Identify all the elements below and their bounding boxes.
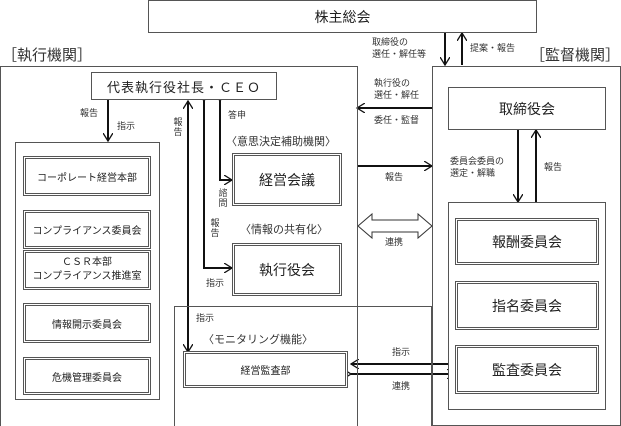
label-shimon: 諮問 — [218, 189, 228, 209]
unit-compliance-committee: コンプライアンス委員会 — [23, 210, 151, 249]
label-director-election-1: 取締役の — [372, 38, 409, 48]
unit-crisis-committee: 危機管理委員会 — [23, 357, 151, 395]
advisory-heading: 〈意思決定補助機関〉 — [226, 135, 336, 148]
committee-label: 指名委員会 — [492, 298, 562, 315]
unit-label: 情報開示委員会 — [52, 319, 122, 331]
arrow-mgmt-meeting — [220, 101, 232, 180]
committee-label: 監査委員会 — [492, 362, 562, 379]
committee-label: 報酬委員会 — [492, 234, 562, 251]
supervision-section-heading: ［監督機関］ — [530, 46, 621, 64]
label-director-election-2: 選任・解任等 — [372, 50, 427, 60]
label-committee-select-1: 委員会委員の — [450, 157, 505, 167]
board-label: 取締役会 — [499, 101, 555, 118]
label-exec-instruct: 指示 — [206, 279, 225, 289]
shareholders-meeting-box: 株主総会 — [148, 0, 537, 33]
audit-committee-box: 監査委員会 — [455, 345, 599, 394]
label-toushin: 答申 — [228, 111, 247, 121]
board-of-directors-box: 取締役会 — [448, 87, 606, 130]
management-meeting-box: 経営会議 — [232, 153, 342, 206]
label-officer-election-1: 執行役の — [374, 79, 411, 89]
unit-csr: ＣＳＲ本部 コンプライアンス推進室 — [23, 250, 151, 290]
shareholders-meeting-label: 株主総会 — [314, 9, 371, 26]
unit-disclosure-committee: 情報開示委員会 — [23, 303, 151, 343]
label-proposal-report: 提案・報告 — [470, 44, 516, 54]
execution-section-heading: ［執行機関］ — [2, 46, 93, 64]
unit-label: コーポレート経営本部 — [37, 172, 137, 184]
ceo-label: 代表執行役社長・ＣＥＯ — [106, 80, 261, 96]
unit-label: コンプライアンス委員会 — [32, 226, 142, 237]
unit-label: 危機管理委員会 — [52, 372, 122, 384]
label-officer-election-2: 選任・解任 — [374, 91, 420, 101]
label-committee-report: 報告 — [544, 163, 563, 173]
hollow-double-arrow — [357, 212, 433, 240]
label-ceo-units-report: 報告 — [80, 109, 99, 119]
execution-container — [0, 66, 358, 426]
management-audit-label: 経営監査部 — [240, 366, 291, 377]
label-renkei-mid: 連携 — [385, 238, 404, 248]
management-audit-box: 経営監査部 — [183, 351, 348, 388]
unit-label-line1: ＣＳＲ本部 — [62, 257, 112, 268]
label-delegation: 委任・監督 — [374, 116, 420, 126]
compensation-committee-box: 報酬委員会 — [455, 218, 599, 265]
management-meeting-label: 経営会議 — [259, 172, 315, 189]
label-exec-report: 報告 — [210, 219, 220, 239]
executive-board-label: 執行役会 — [259, 262, 315, 279]
executive-board-box: 執行役会 — [232, 243, 342, 296]
label-audit-renkei: 連携 — [392, 382, 411, 392]
label-report-vertical: 報告 — [173, 118, 183, 138]
monitoring-region — [174, 306, 432, 426]
info-sharing-heading: 〈情報の共有化〉 — [240, 223, 328, 236]
label-audit-instruct: 指示 — [392, 348, 411, 358]
unit-corporate-management: コーポレート経営本部 — [23, 156, 151, 196]
label-committee-select-2: 選定・解職 — [450, 169, 496, 179]
label-exec-board-report: 報告 — [385, 173, 404, 183]
nomination-committee-box: 指名委員会 — [455, 281, 599, 330]
monitoring-heading: 〈モニタリング機能〉 — [203, 333, 313, 346]
label-ceo-units-instruct: 指示 — [117, 122, 136, 132]
label-monitor-instruct: 指示 — [196, 314, 215, 324]
ceo-box: 代表執行役社長・ＣＥＯ — [91, 72, 277, 100]
arrow-exec-board — [204, 101, 232, 268]
unit-label-line2: コンプライアンス推進室 — [32, 271, 142, 282]
